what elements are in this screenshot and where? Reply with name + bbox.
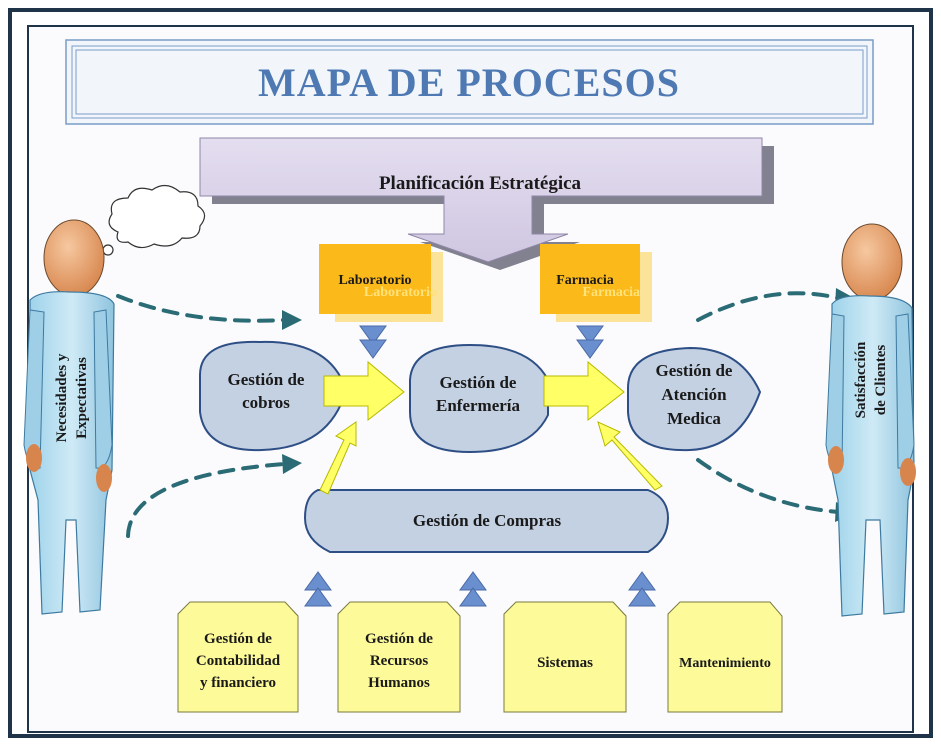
cobros-line-2: cobros	[242, 393, 290, 412]
dashed-arrowhead-left-bottom	[282, 454, 302, 474]
support-box-sistemas: Sistemas	[503, 601, 627, 713]
down-triangle-lab-2	[359, 339, 387, 359]
laboratorio-shadow-label: Laboratorio	[364, 285, 437, 300]
support-box-mantenimiento: Mantenimiento	[667, 601, 783, 713]
enfermeria-line-1: Gestión de	[440, 373, 517, 392]
up-triangle-3b	[628, 587, 656, 607]
contabilidad-line-3: y financiero	[200, 675, 276, 691]
contabilidad-line-1: Gestión de	[204, 631, 272, 647]
strategic-planning-arrow: Planificación Estratégica	[199, 137, 774, 270]
page-title: MAPA DE PROCESOS	[258, 60, 680, 105]
arrow-enfermeria-to-atencion	[543, 360, 625, 422]
strategic-label: Planificación Estratégica	[379, 173, 582, 194]
title-banner: MAPA DE PROCESOS	[65, 39, 874, 125]
dashed-arrow-right-top	[696, 291, 840, 322]
up-triangle-1b	[304, 587, 332, 607]
dashed-arrow-left-bottom	[126, 462, 286, 538]
dashed-arrowhead-left-top	[282, 310, 302, 330]
atencion-line-3: Medica	[667, 409, 721, 428]
down-triangle-farm	[576, 325, 604, 345]
atencion-line-2: Atención	[661, 385, 727, 404]
farmacia-box: Farmacia Farmacia	[540, 244, 652, 322]
gestion-enfermeria-shape	[409, 343, 549, 454]
gestion-atencion-shape	[627, 346, 762, 452]
gestion-compras-shape	[303, 489, 670, 553]
recursos-line-3: Humanos	[368, 675, 430, 691]
right-person-head	[841, 223, 903, 301]
up-triangles	[304, 571, 656, 607]
left-person-line-2: Expectativas	[74, 357, 90, 439]
atencion-line-1: Gestión de	[656, 361, 733, 380]
farmacia-label: Farmacia	[556, 273, 614, 288]
enfermeria-line-2: Enfermería	[436, 396, 521, 415]
compras-label: Gestión de Compras	[413, 511, 562, 530]
left-person-line-1: Necesidades y	[54, 353, 70, 442]
support-box-contabilidad: Gestión de Contabilidad y financiero	[177, 601, 299, 713]
right-person-line-2: de Clientes	[873, 345, 889, 416]
dashed-arrow-left-top	[116, 294, 286, 323]
left-person-figure: Necesidades y Expectativas	[23, 219, 115, 615]
arrow-compras-up-left	[319, 421, 357, 495]
arrow-cobros-to-enfermeria	[323, 360, 405, 422]
support-box-recursos: Gestión de Recursos Humanos	[337, 601, 461, 713]
up-triangle-2b	[459, 587, 487, 607]
mantenimiento-label: Mantenimiento	[679, 656, 771, 671]
right-person-figure: Satisfacción de Clientes	[825, 223, 916, 617]
down-triangle-farm-2	[576, 339, 604, 359]
contabilidad-line-2: Contabilidad	[196, 653, 281, 669]
recursos-line-2: Recursos	[370, 653, 428, 669]
thought-bubble-icon	[96, 184, 206, 264]
laboratorio-label: Laboratorio	[338, 273, 411, 288]
cobros-line-1: Gestión de	[228, 370, 305, 389]
recursos-line-1: Gestión de	[365, 631, 433, 647]
down-triangle-lab	[359, 325, 387, 345]
right-person-line-1: Satisfacción	[853, 341, 869, 418]
sistemas-label: Sistemas	[537, 655, 593, 671]
laboratorio-box: Laboratorio Laboratorio	[319, 244, 443, 322]
down-triangles	[359, 325, 604, 359]
left-person-head	[43, 219, 105, 297]
dashed-arrow-right-bottom	[696, 458, 840, 514]
farmacia-shadow-label: Farmacia	[582, 285, 640, 300]
arrow-compras-up-right	[597, 421, 663, 491]
